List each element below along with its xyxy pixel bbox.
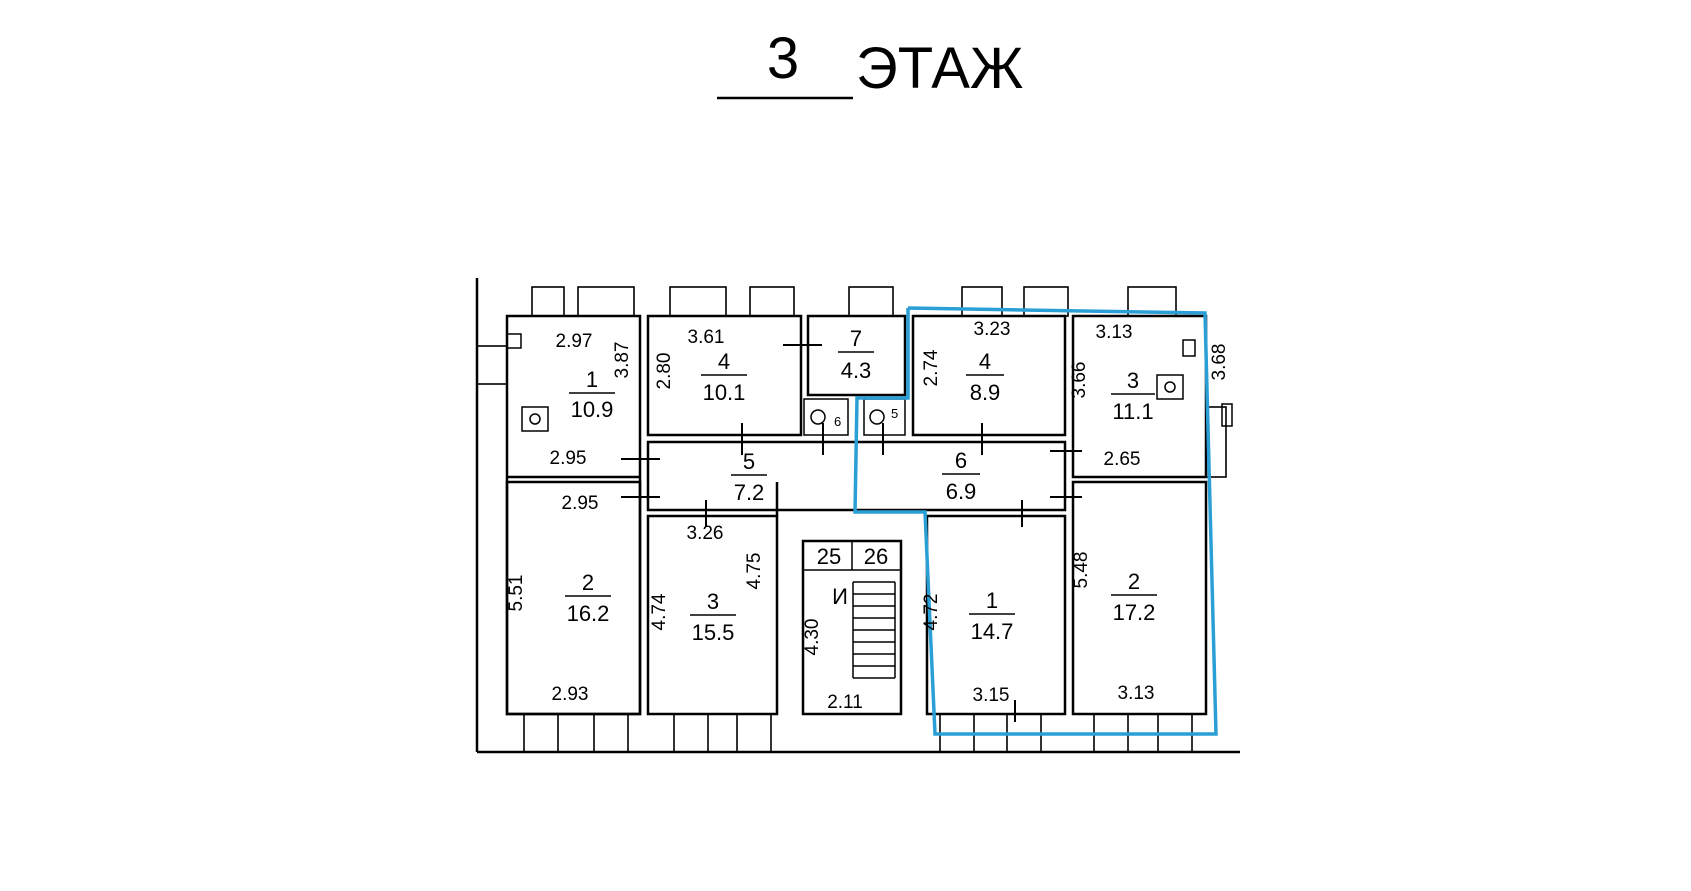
windows: [476, 286, 1227, 753]
svg-text:8.9: 8.9: [970, 380, 1001, 405]
wc-6-cubicle: [803, 398, 849, 436]
dimension-label: 3.66: [1069, 362, 1090, 399]
svg-text:1: 1: [586, 367, 598, 392]
dimension-label: 2.95: [562, 493, 599, 514]
dimension-label: 2.11: [827, 692, 863, 713]
stair-flight-right: 26: [864, 544, 888, 569]
dimension-label: 4.30: [802, 619, 823, 656]
dimension-label: 2.95: [550, 448, 587, 469]
svg-text:3: 3: [1127, 368, 1139, 393]
vent-icon: [1221, 403, 1233, 427]
svg-text:16.2: 16.2: [567, 601, 610, 626]
dimension-label: 5.48: [1071, 552, 1092, 589]
svg-text:14.7: 14.7: [971, 619, 1014, 644]
svg-text:11.1: 11.1: [1112, 399, 1153, 424]
svg-text:17.2: 17.2: [1113, 600, 1156, 625]
room-label: 4 10.1: [701, 349, 747, 405]
radiator-icon: [506, 333, 522, 349]
dimension-label: 3.15: [973, 685, 1010, 706]
room-label: 1 10.9: [569, 367, 615, 422]
svg-text:6.9: 6.9: [946, 479, 977, 504]
svg-text:10.9: 10.9: [571, 397, 614, 422]
dimension-label: 3.68: [1209, 344, 1230, 381]
sink-icon: [521, 406, 549, 432]
dimension-label: 4.75: [744, 553, 765, 590]
svg-text:4: 4: [718, 349, 730, 374]
room-label: 3 11.1: [1111, 368, 1155, 424]
dimension-label: 3.13: [1118, 683, 1155, 704]
floor-title: 3 ЭТАЖ: [717, 26, 1023, 101]
wc-label-6: 6: [834, 414, 841, 429]
highlighted-unit-outline: [853, 306, 1218, 736]
dimension-label: 3.26: [687, 523, 724, 544]
floor-word: ЭТАЖ: [856, 36, 1023, 101]
dimension-label: 3.87: [612, 342, 633, 379]
room-label: 4 8.9: [966, 349, 1004, 405]
svg-text:2: 2: [1128, 569, 1140, 594]
room-label: 2 16.2: [565, 570, 611, 626]
dimension-label: 2.65: [1104, 449, 1141, 470]
room-label: 7 4.3: [838, 326, 874, 383]
toilet-icon: [810, 409, 826, 425]
svg-text:7.2: 7.2: [734, 480, 765, 505]
dimension-label: 3.61: [688, 327, 725, 348]
stair-mark: И: [832, 584, 848, 609]
fixture-icons: [506, 333, 1233, 432]
room-label: 1 14.7: [969, 588, 1015, 644]
floor-number: 3: [767, 26, 799, 91]
svg-text:2: 2: [582, 570, 594, 595]
room-label: 2 17.2: [1111, 569, 1157, 625]
room-label: 3 15.5: [690, 589, 736, 645]
room-labels: 1 10.9 2 16.2 3 15.5 4 10.1 5 7.2 7 4.3: [565, 326, 1157, 645]
dimension-label: 2.97: [556, 331, 593, 352]
dimension-labels: 2.97 3.87 2.95 2.95 5.51 2.93 3.61 2.80 …: [506, 319, 1230, 713]
stair-flight-left: 25: [817, 544, 841, 569]
toilet-icon: [869, 409, 885, 425]
svg-text:10.1: 10.1: [703, 380, 746, 405]
svg-text:5: 5: [743, 449, 755, 474]
dimension-label: 4.74: [649, 593, 670, 630]
svg-text:4.3: 4.3: [841, 358, 872, 383]
sink-icon: [1156, 374, 1184, 400]
svg-text:15.5: 15.5: [692, 620, 735, 645]
svg-text:6: 6: [955, 448, 967, 473]
dimension-label: 2.80: [654, 353, 675, 390]
dimension-label: 4.72: [921, 594, 942, 631]
dimension-label: 5.51: [506, 575, 527, 612]
dimension-label: 3.13: [1096, 322, 1133, 343]
doors: [621, 344, 1082, 722]
room-label: 6 6.9: [942, 448, 980, 504]
svg-text:4: 4: [979, 349, 991, 374]
staircase: 25 26 И: [803, 541, 901, 679]
wc-label-5: 5: [891, 406, 898, 421]
room-label: 5 7.2: [731, 449, 767, 505]
svg-text:3: 3: [707, 589, 719, 614]
dimension-label: 2.74: [921, 349, 942, 386]
wc-cubicles: 6 5: [803, 398, 906, 436]
dimension-label: 3.23: [974, 319, 1011, 340]
svg-text:7: 7: [850, 326, 862, 351]
radiator-icon: [1182, 339, 1196, 357]
svg-text:1: 1: [986, 588, 998, 613]
dimension-label: 2.93: [552, 684, 589, 705]
